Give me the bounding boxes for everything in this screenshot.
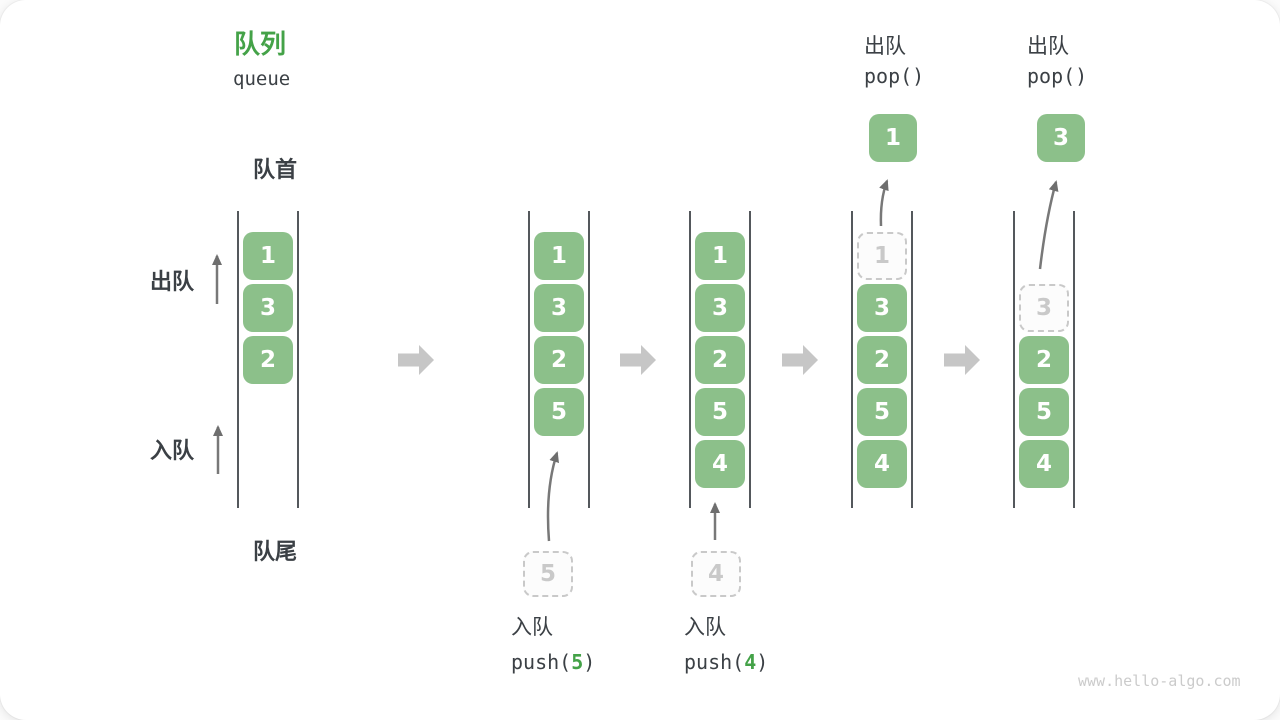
code-text: ) <box>756 650 769 674</box>
queue-state-1-column: 1 3 2 <box>237 211 299 508</box>
diagram-subtitle: queue <box>233 68 291 90</box>
queue-cell: 2 <box>695 336 745 384</box>
queue-state-3-column: 1 3 2 5 4 <box>689 211 751 508</box>
queue-rear-label: 队尾 <box>252 540 297 565</box>
code-text: push( <box>511 650 572 674</box>
queue-cell: 2 <box>857 336 907 384</box>
queue-cell: 2 <box>534 336 584 384</box>
state-transition-arrow-1 <box>398 345 434 375</box>
queue-cell: 4 <box>857 440 907 488</box>
dequeue-side-label: 出队 <box>150 270 195 295</box>
code-text: ) <box>583 650 596 674</box>
queue-cell: 1 <box>243 232 293 280</box>
queue-cell: 2 <box>1019 336 1069 384</box>
code-arg: 4 <box>744 650 757 674</box>
queue-cell: 5 <box>695 388 745 436</box>
pop1-operation-code: pop() <box>864 64 925 88</box>
queue-cell: 2 <box>243 336 293 384</box>
queue-cell: 3 <box>695 284 745 332</box>
popped-cell-2: 3 <box>1037 114 1085 162</box>
queue-state-5-column: 3 2 5 4 <box>1013 211 1075 508</box>
queue-state-2-column: 1 3 2 5 <box>528 211 590 508</box>
enqueue-side-label: 入队 <box>150 439 195 464</box>
code-arg: 5 <box>571 650 584 674</box>
queue-front-label: 队首 <box>252 158 297 183</box>
push5-operation-code: push(5) <box>511 650 595 674</box>
queue-cell: 4 <box>695 440 745 488</box>
removed-cell: 3 <box>1019 284 1069 332</box>
queue-cell: 3 <box>534 284 584 332</box>
push4-operation-code: push(4) <box>684 650 768 674</box>
popped-cell-1: 1 <box>869 114 917 162</box>
state-transition-arrow-4 <box>944 345 980 375</box>
queue-cell: 5 <box>1019 388 1069 436</box>
pop2-operation-label: 出队 <box>1027 34 1069 58</box>
queue-cell: 3 <box>857 284 907 332</box>
push5-ghost-cell: 5 <box>523 551 573 597</box>
queue-cell: 5 <box>857 388 907 436</box>
pop1-operation-label: 出队 <box>864 34 906 58</box>
queue-cell: 4 <box>1019 440 1069 488</box>
push5-operation-label: 入队 <box>511 615 553 639</box>
queue-cell: 3 <box>243 284 293 332</box>
pop2-operation-code: pop() <box>1027 64 1088 88</box>
removed-cell: 1 <box>857 232 907 280</box>
queue-cell: 1 <box>695 232 745 280</box>
state-transition-arrow-3 <box>782 345 818 375</box>
queue-state-4-column: 1 3 2 5 4 <box>851 211 913 508</box>
queue-cell: 1 <box>534 232 584 280</box>
watermark: www.hello-algo.com <box>1078 672 1241 690</box>
state-transition-arrow-2 <box>620 345 656 375</box>
queue-cell: 5 <box>534 388 584 436</box>
diagram-title: 队列 <box>234 30 287 60</box>
push4-operation-label: 入队 <box>684 615 726 639</box>
push4-ghost-cell: 4 <box>691 551 741 597</box>
code-text: push( <box>684 650 745 674</box>
